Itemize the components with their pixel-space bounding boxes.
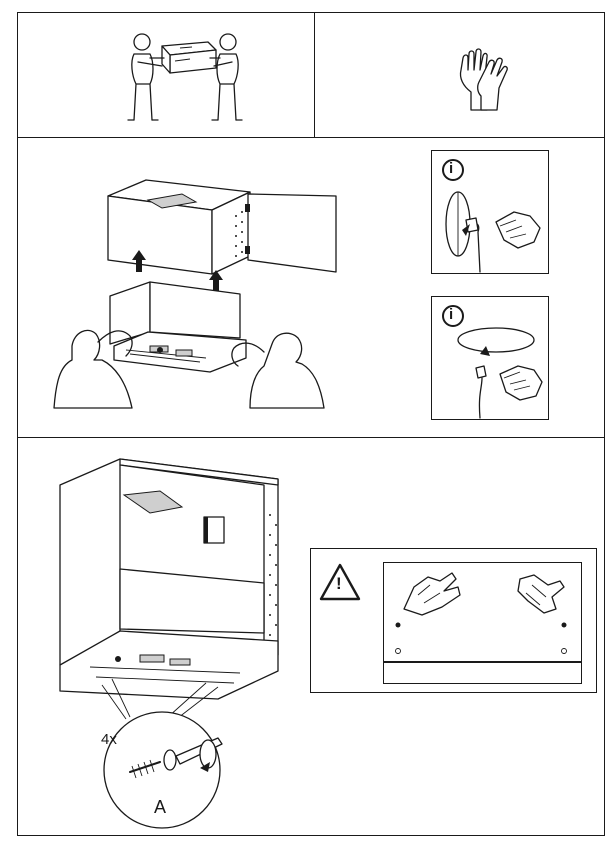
info-icon-letter: i	[449, 160, 454, 177]
info-icon-2	[442, 305, 464, 327]
column-divider	[314, 12, 315, 138]
two-person-lift-icon	[127, 33, 243, 121]
screws-count-label: 4x	[101, 731, 117, 748]
screw-detail-magnifier	[103, 711, 223, 829]
warning-triangle-icon	[319, 563, 361, 601]
hood-front-strip	[383, 662, 582, 684]
part-letter-label: A	[154, 797, 167, 817]
hands-press-illustration	[395, 572, 567, 654]
instruction-sheet-frame	[17, 12, 605, 836]
row-divider-1	[17, 137, 605, 138]
gloves-icon	[459, 48, 508, 111]
hood-installation-illustration	[59, 458, 279, 722]
info-icon	[442, 159, 464, 181]
warning-symbol: !	[336, 574, 342, 593]
ceiling-plug-illustration	[457, 327, 543, 419]
info-icon-letter-2: i	[449, 306, 454, 323]
cabinet-lift-illustration	[53, 179, 337, 409]
socket-plug-illustration	[445, 191, 541, 273]
info-box-ceiling-socket	[431, 296, 549, 420]
row-divider-2	[17, 437, 605, 438]
